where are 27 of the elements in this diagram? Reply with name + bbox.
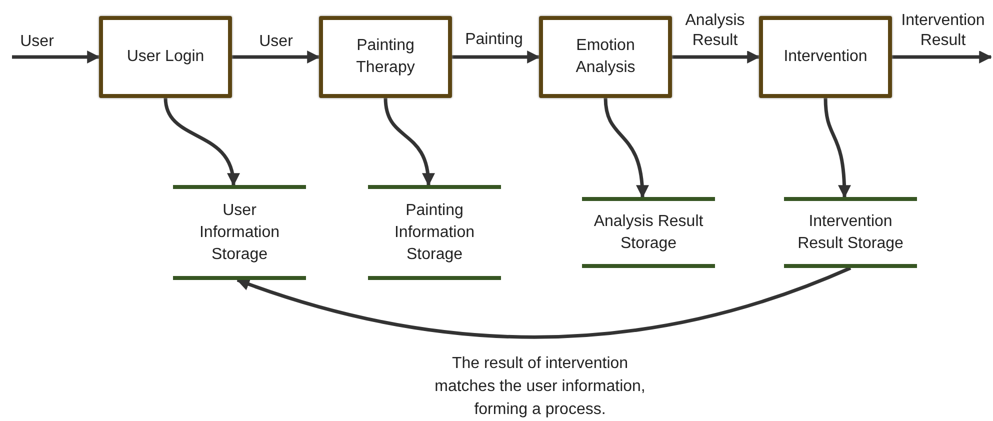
- process-box: [99, 16, 232, 98]
- node-label: User Information Storage: [198, 200, 281, 264]
- arrow: [672, 50, 760, 64]
- process-box: [759, 16, 892, 98]
- data-store: [784, 197, 917, 268]
- arrow: [824, 98, 851, 198]
- process-box: [539, 16, 672, 98]
- node-label: User Login: [126, 47, 204, 67]
- node-label: Emotion Analysis: [574, 36, 636, 78]
- arrow: [236, 266, 852, 339]
- node-label: Painting Information Storage: [393, 200, 476, 264]
- node-label: Intervention: [784, 47, 868, 67]
- arrow: [452, 50, 540, 64]
- arrow: [604, 98, 648, 198]
- arrow: [164, 98, 239, 186]
- data-store: [582, 197, 715, 268]
- data-store: [368, 185, 501, 280]
- node-label: Analysis Result Storage: [592, 212, 704, 254]
- arrow: [232, 50, 320, 64]
- arrow: [892, 50, 992, 64]
- data-store: [173, 185, 306, 280]
- arrow: [384, 98, 434, 186]
- node-label: Intervention Result Storage: [796, 212, 904, 254]
- process-box: [319, 16, 452, 98]
- node-label: Painting Therapy: [355, 36, 416, 78]
- note-text: The result of intervention matches the user information, forming a process.: [434, 354, 646, 420]
- arrow: [12, 50, 100, 64]
